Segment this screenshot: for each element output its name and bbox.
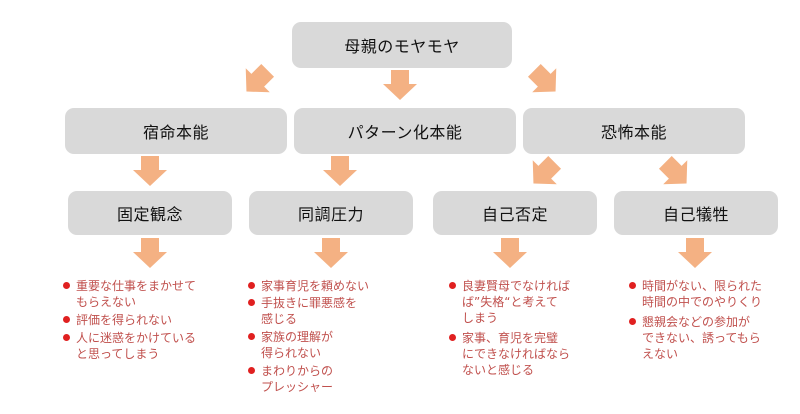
list-item: 家事、育児を完璧 にできなければなら ないと感じる (448, 330, 618, 378)
arrow-instinct-1-to-effect-1 (133, 156, 167, 186)
effect-label: 自己否定 (481, 205, 548, 224)
arrow-title-to-instinct-3 (527, 63, 557, 93)
bullet-icon (63, 316, 70, 323)
instinct-box-fear: 恐怖本能 (523, 108, 745, 154)
list-item: 時間がない、限られた 時間の中でのやりくり (628, 278, 798, 310)
effect-label: 同調圧力 (297, 205, 364, 224)
title-label: 母親のモヤモヤ (344, 37, 460, 56)
list-item: 家族の理解が 得られない (247, 329, 417, 361)
bullet-icon (248, 299, 255, 306)
arrow-effect-2-to-list (314, 238, 348, 268)
bullet-icon (248, 367, 255, 374)
effect-box-peer-pressure: 同調圧力 (249, 191, 413, 235)
effect-box-self-sacrifice: 自己犠牲 (614, 191, 778, 235)
list-item: 懇親会などの参加が できない、誘ってもら えない (628, 314, 798, 362)
arrow-effect-3-to-list (493, 238, 527, 268)
bullet-icon (449, 334, 456, 341)
bullet-icon (248, 333, 255, 340)
instinct-box-generalization: パターン化本能 (294, 108, 516, 154)
instinct-label: 宿命本能 (142, 123, 209, 142)
effect-box-stereotype: 固定観念 (68, 191, 232, 235)
title-box: 母親のモヤモヤ (292, 22, 512, 68)
arrow-effect-1-to-list (133, 238, 167, 268)
bullet-icon (629, 318, 636, 325)
bullet-icon (63, 334, 70, 341)
bullet-icon (63, 282, 70, 289)
arrow-effect-4-to-list (678, 238, 712, 268)
effect-2-list: 家事育児を頼めない 手抜きに罪悪感を 感じる 家族の理解が 得られない まわりか… (247, 278, 417, 395)
list-item: 家事育児を頼めない (247, 278, 417, 294)
list-item: 良妻賢母でなければ ば”失格“と考えて しまう (448, 278, 618, 326)
instinct-label: パターン化本能 (347, 123, 463, 142)
arrow-instinct-3-to-effect-4 (658, 155, 688, 185)
effect-label: 自己犠牲 (662, 205, 729, 224)
instinct-box-fate: 宿命本能 (65, 108, 287, 154)
effect-1-list: 重要な仕事をまかせて もらえない 評価を得られない 人に迷惑をかけている と思っ… (62, 278, 242, 362)
effect-label: 固定観念 (116, 205, 183, 224)
effect-box-self-denial: 自己否定 (433, 191, 597, 235)
instinct-label: 恐怖本能 (600, 123, 667, 142)
arrow-title-to-instinct-2 (383, 70, 417, 100)
effect-3-list: 良妻賢母でなければ ば”失格“と考えて しまう 家事、育児を完璧 にできなければ… (448, 278, 618, 378)
list-item: 評価を得られない (62, 312, 242, 328)
list-item: 重要な仕事をまかせて もらえない (62, 278, 242, 310)
effect-4-list: 時間がない、限られた 時間の中でのやりくり 懇親会などの参加が できない、誘って… (628, 278, 798, 362)
arrow-instinct-2-to-effect-2 (323, 156, 357, 186)
list-item: まわりからの プレッシャー (247, 363, 417, 395)
bullet-icon (449, 282, 456, 289)
arrow-title-to-instinct-1 (245, 63, 275, 93)
bullet-icon (248, 282, 255, 289)
list-item: 手抜きに罪悪感を 感じる (247, 295, 417, 327)
arrow-instinct-3-to-effect-3 (532, 155, 562, 185)
list-item: 人に迷惑をかけている と思ってしまう (62, 330, 242, 362)
bullet-icon (629, 282, 636, 289)
